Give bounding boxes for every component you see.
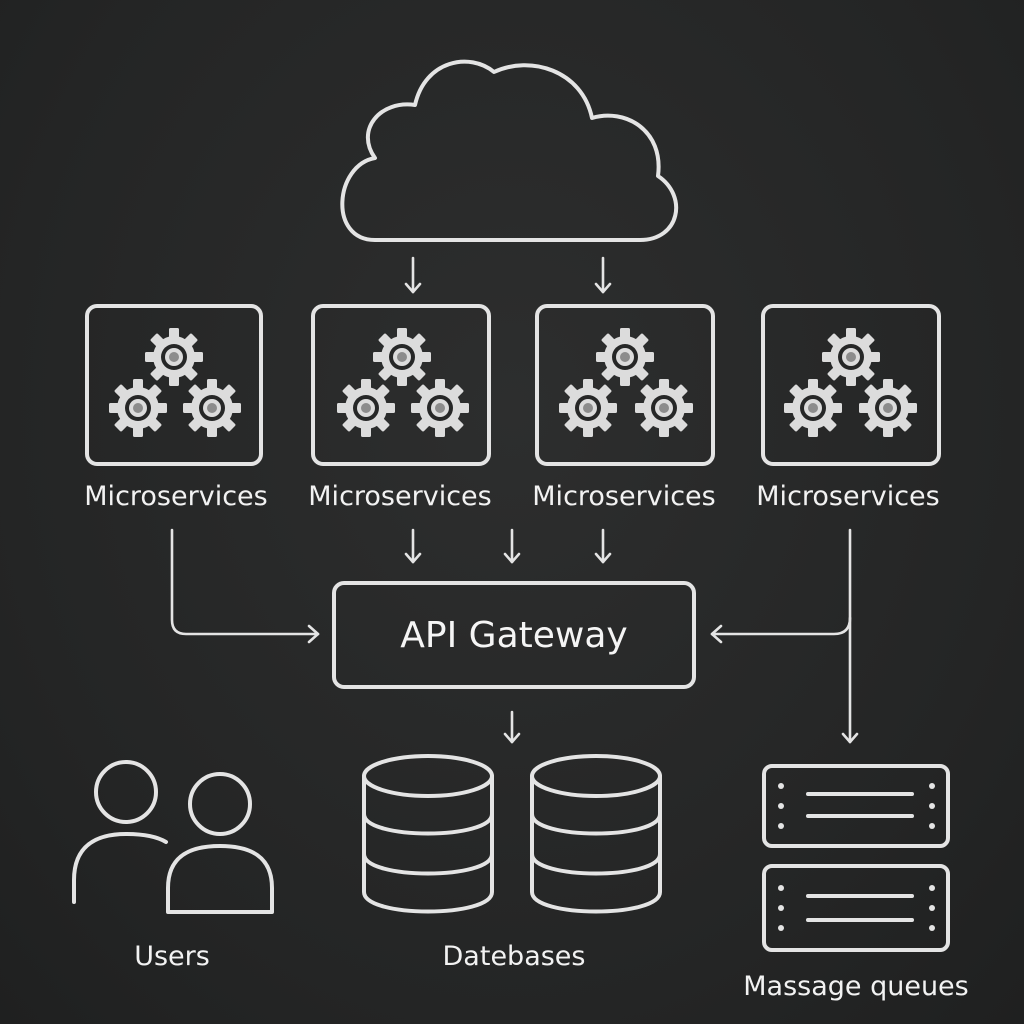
server-icon xyxy=(762,864,950,952)
microservice-node-3: Microservices xyxy=(532,304,716,512)
users-node: Users xyxy=(72,760,274,972)
arrow-icon xyxy=(503,528,521,564)
arrow-icon xyxy=(404,528,422,564)
databases-node: Datebases xyxy=(362,754,662,972)
arrow-icon xyxy=(404,256,422,294)
arrow-icon xyxy=(503,710,521,744)
microservice-node-4: Microservices xyxy=(756,304,941,512)
database-icon xyxy=(362,754,494,914)
gears-icon xyxy=(337,328,469,437)
microservice-label-3: Microservices xyxy=(532,481,715,512)
microservice-label-1: Microservices xyxy=(84,481,267,512)
api-gateway-label: API Gateway xyxy=(400,615,627,656)
database-icon xyxy=(530,754,662,914)
gears-icon xyxy=(559,328,693,437)
microservice-node-2: Microservices xyxy=(308,304,492,512)
cloud-arrows xyxy=(404,256,612,294)
microservice-node-1: Microservices xyxy=(84,304,268,512)
microservice-label-4: Microservices xyxy=(756,481,939,512)
users-icon xyxy=(72,760,274,914)
arrow-icon xyxy=(594,528,612,564)
microservice-label-2: Microservices xyxy=(308,481,491,512)
databases-label: Datebases xyxy=(443,941,586,972)
message-queues-node: Massage queues xyxy=(743,764,969,1002)
users-label: Users xyxy=(134,941,210,972)
cloud-icon xyxy=(340,59,678,242)
gears-icon xyxy=(784,328,917,437)
server-icon xyxy=(762,764,950,848)
api-gateway-node: API Gateway xyxy=(332,581,696,689)
connector-right xyxy=(710,528,859,744)
arrow-icon xyxy=(594,256,612,294)
service-to-gateway-arrows xyxy=(404,528,612,564)
connector-left xyxy=(170,528,320,644)
gears-icon xyxy=(109,328,241,437)
message-queues-label: Massage queues xyxy=(743,971,969,1002)
